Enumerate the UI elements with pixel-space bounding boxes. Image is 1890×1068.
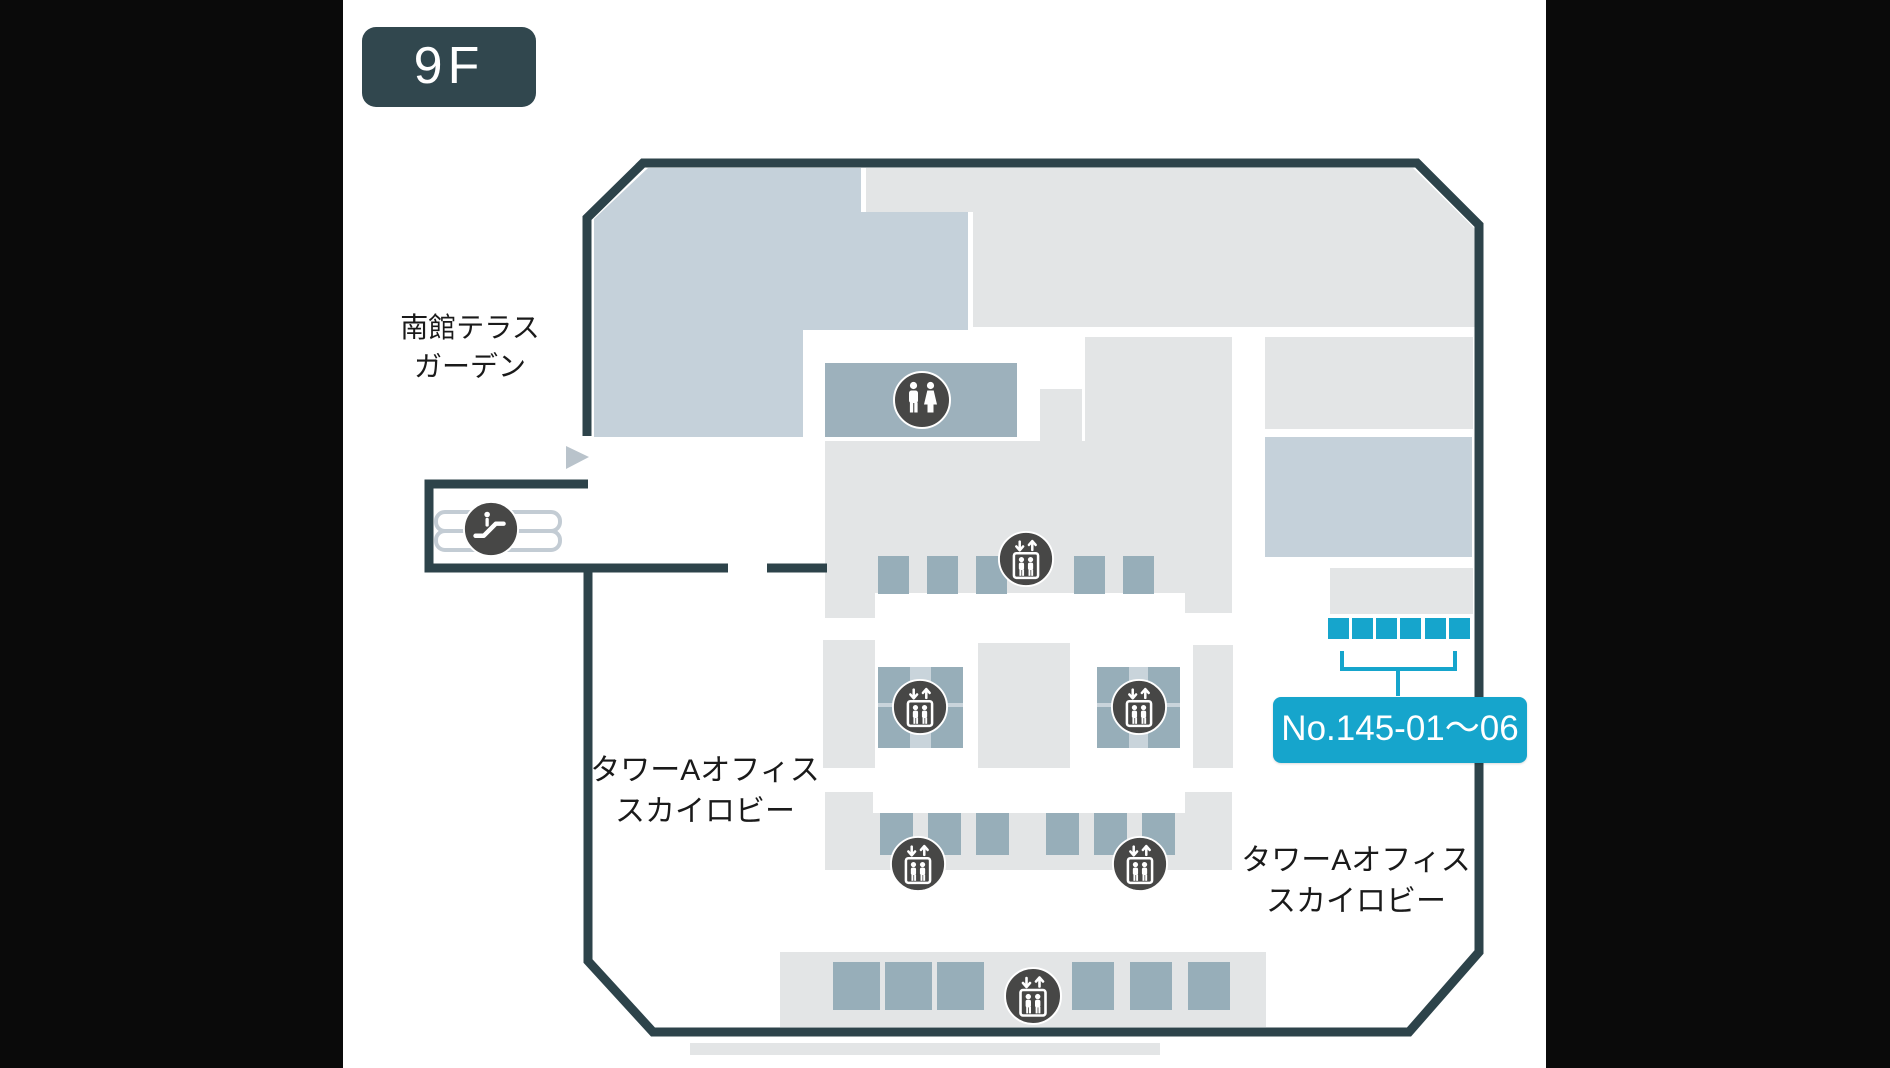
- area-mid-right-strip: [1040, 389, 1082, 443]
- outline-main: [582, 158, 1484, 1037]
- unit-square[interactable]: [1425, 618, 1446, 639]
- label-sky-lobby-left-line1: タワーAオフィス: [590, 754, 820, 787]
- area-central-tab-left: [825, 593, 875, 618]
- direction-arrow-icon: [566, 446, 589, 469]
- label-sky-lobby-right: タワーAオフィス スカイロビー: [1236, 840, 1476, 922]
- elevator-icon: [997, 530, 1055, 588]
- unit-square[interactable]: [1449, 618, 1470, 639]
- unit-square[interactable]: [1400, 618, 1421, 639]
- elevator-cells: [833, 556, 1230, 1010]
- unit-square[interactable]: [1376, 618, 1397, 639]
- escalator-icon: [464, 502, 518, 556]
- label-sky-lobby-left: タワーAオフィス スカイロビー: [585, 750, 825, 832]
- elevator-icon: [889, 835, 947, 893]
- label-sky-lobby-right-line1: タワーAオフィス: [1241, 844, 1471, 877]
- area-right-upper: [1265, 337, 1473, 429]
- label-sky-lobby-right-line2: スカイロビー: [1266, 885, 1446, 918]
- area-right-blue: [1265, 437, 1472, 557]
- area-bank-col-left: [823, 640, 875, 768]
- unit-square[interactable]: [1352, 618, 1373, 639]
- area-bank-col-mid: [978, 643, 1070, 768]
- elevator-icon: [1003, 966, 1063, 1026]
- area-bank-col-right: [1193, 645, 1233, 768]
- restroom-icon: [893, 371, 951, 429]
- floor-badge[interactable]: 9F: [362, 27, 536, 107]
- area-mid-right-column: [1085, 337, 1232, 443]
- area-unit-block: [1330, 568, 1473, 614]
- callout-bracket: [1340, 651, 1457, 696]
- area-terrace-north: [594, 168, 968, 437]
- outline-escalator-corridor: [424, 479, 728, 573]
- unit-square[interactable]: [1328, 618, 1349, 639]
- unit-callout-label[interactable]: No.145-01〜06: [1273, 697, 1527, 763]
- label-terrace-garden-line1: 南館テラス: [400, 312, 540, 343]
- area-row3-tab-left: [825, 792, 873, 813]
- unit-squares: [1328, 618, 1470, 639]
- building-outline: [424, 158, 1484, 1037]
- label-terrace-garden-line2: ガーデン: [413, 351, 526, 382]
- elevator-icon: [1110, 678, 1168, 736]
- area-central-tab-right: [1185, 593, 1232, 613]
- elevator-icon: [1111, 835, 1169, 893]
- label-sky-lobby-left-line2: スカイロビー: [615, 795, 795, 828]
- elevator-icon: [891, 678, 949, 736]
- area-row3-tab-right: [1185, 792, 1232, 813]
- label-terrace-garden: 南館テラス ガーデン: [350, 308, 590, 386]
- area-top-right: [866, 168, 1476, 327]
- area-below-outline-strip: [690, 1043, 1160, 1055]
